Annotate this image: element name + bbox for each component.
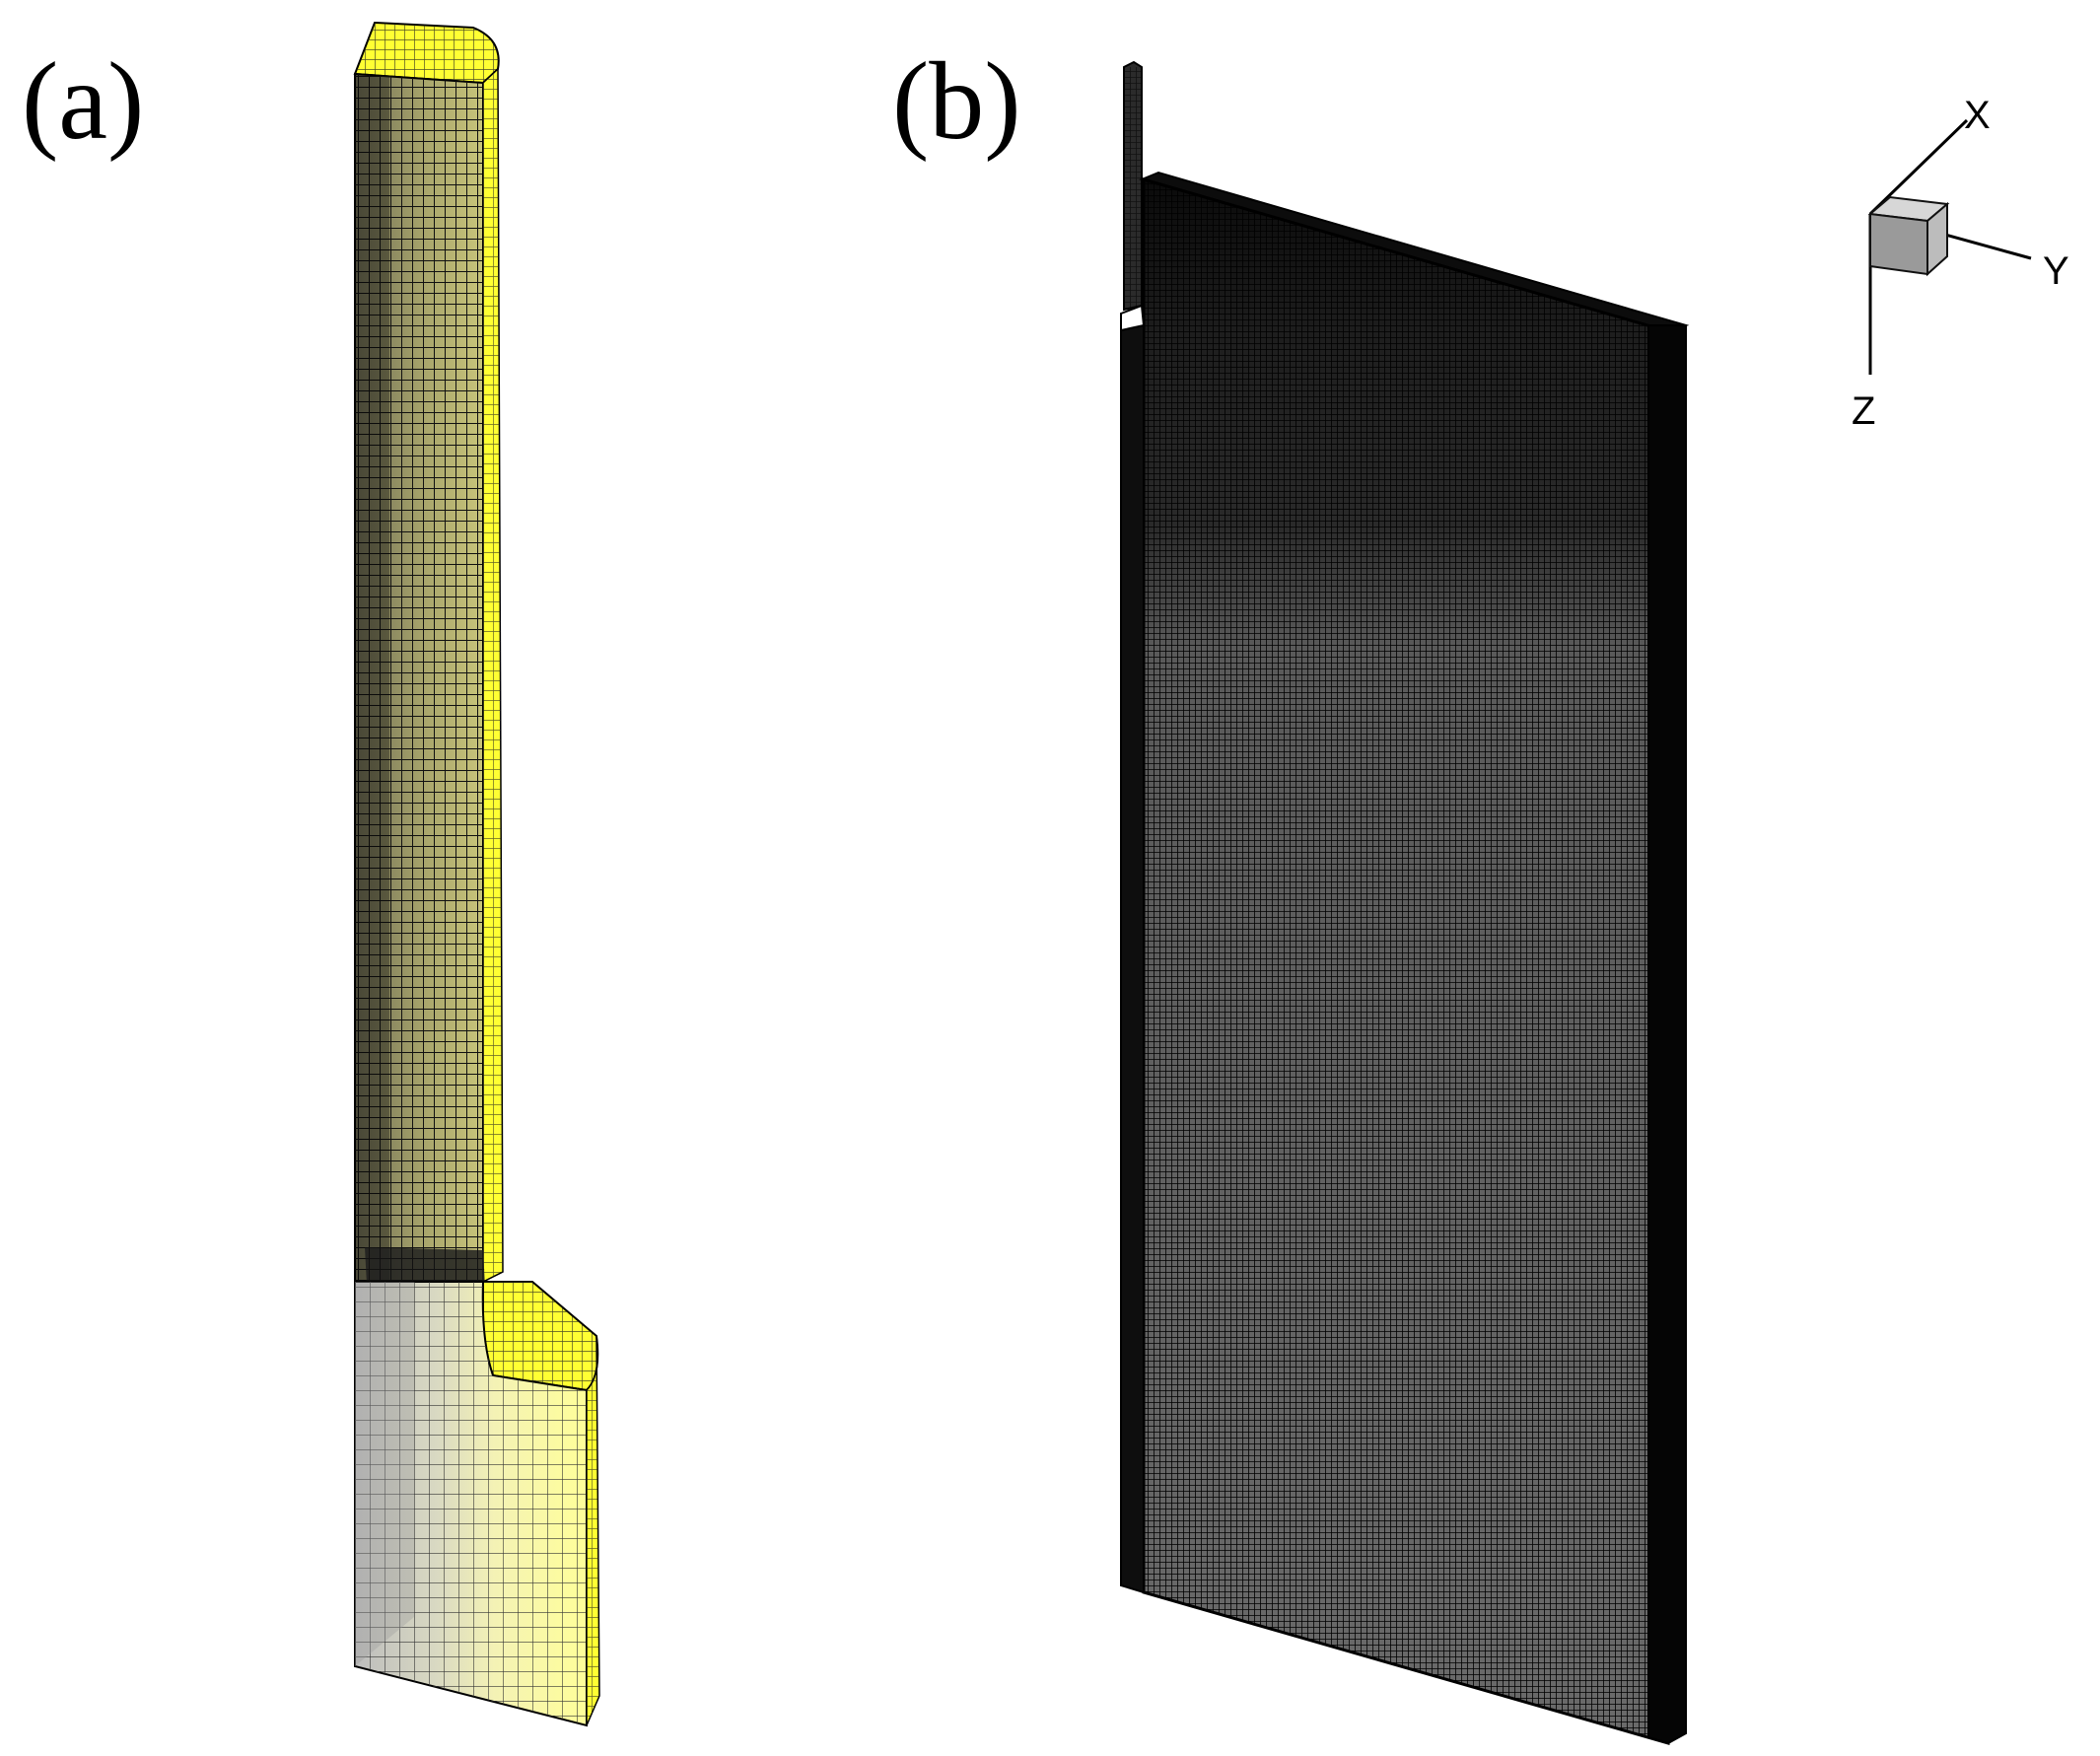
- panel-b-mesh: [1120, 60, 1690, 1745]
- orientation-cube: [1867, 195, 1950, 277]
- panel-label-a: (a): [22, 40, 144, 163]
- x-axis-line: [1868, 118, 1969, 216]
- plate-left-edge: [1120, 323, 1145, 1594]
- panel-label-b: (b): [892, 40, 1021, 163]
- plate-right-side: [1647, 324, 1687, 1745]
- z-axis-label: Z: [1852, 389, 1875, 433]
- panel-a-mesh: [353, 21, 600, 1727]
- y-axis-label: Y: [2043, 249, 2069, 293]
- x-axis-label: X: [1964, 94, 1991, 137]
- axis-triad: X Y Z: [1852, 94, 2069, 433]
